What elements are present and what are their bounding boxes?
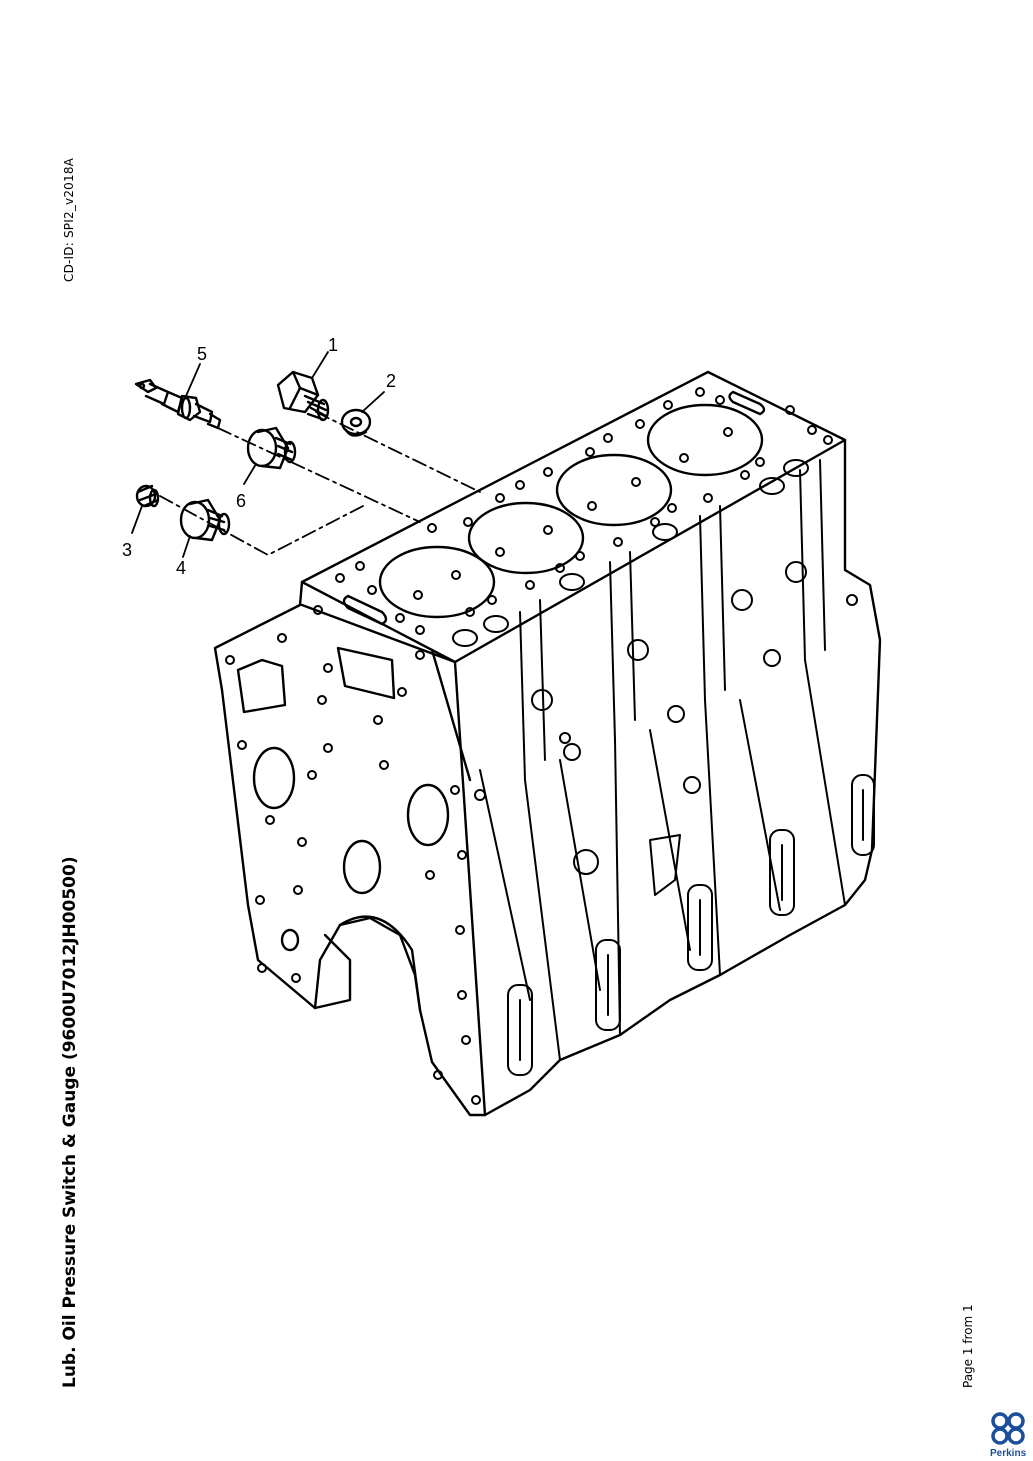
deck-bolt-holes xyxy=(335,387,833,635)
front-bore xyxy=(280,928,300,952)
part-5-pressure-switch xyxy=(134,378,222,430)
part-4-adapter xyxy=(179,498,231,542)
callout-1: 1 xyxy=(328,335,338,355)
cylinder-bore-3 xyxy=(555,453,673,527)
crank-bore xyxy=(338,915,422,1012)
cylinder-bore-2 xyxy=(467,501,585,575)
block-right-face xyxy=(453,438,882,1117)
side-ribs xyxy=(479,459,846,1061)
block-front-face xyxy=(213,580,487,1117)
centerline-plug-washer xyxy=(315,411,481,493)
callout-6: 6 xyxy=(236,491,246,511)
leader-1 xyxy=(311,351,329,379)
front-window xyxy=(336,646,396,700)
perkins-logo-text: Perkins xyxy=(990,1448,1027,1459)
centerline-switch-adapter xyxy=(217,427,421,523)
perkins-logo-icon xyxy=(991,1412,1025,1445)
side-bosses xyxy=(474,561,858,896)
deck-water-holes xyxy=(452,459,809,647)
leader-5 xyxy=(185,363,201,397)
front-bore xyxy=(342,839,382,895)
cylinder-bore-1 xyxy=(378,545,496,619)
leader-3 xyxy=(131,505,143,534)
callout-numbers: 1 2 3 4 5 6 xyxy=(122,335,396,578)
block-bearing-cap xyxy=(313,933,352,1010)
front-window xyxy=(236,658,287,714)
part-3-small-plug xyxy=(135,484,160,508)
callout-2: 2 xyxy=(386,371,396,391)
front-bore xyxy=(406,783,450,847)
leader-6 xyxy=(243,463,257,485)
part-2-washer xyxy=(340,408,372,437)
cylinder-bore-4 xyxy=(646,403,764,477)
front-bolt-holes xyxy=(225,605,481,1105)
deck-slot xyxy=(342,594,388,626)
assembly-centerlines xyxy=(159,411,481,556)
main-bearing-bosses xyxy=(507,774,875,1076)
front-bore xyxy=(252,746,296,810)
callout-4: 4 xyxy=(176,558,186,578)
centerline-lower xyxy=(159,495,366,556)
block-front-edge xyxy=(300,603,457,664)
part-6-adapter xyxy=(246,426,297,470)
deck-slot xyxy=(728,390,766,416)
cylinder-block xyxy=(213,370,882,1117)
callout-3: 3 xyxy=(122,540,132,560)
block-front-edge xyxy=(430,648,472,782)
leader-2 xyxy=(361,391,385,413)
callout-leaders xyxy=(131,351,385,558)
callout-5: 5 xyxy=(197,344,207,364)
part-1-plug xyxy=(276,370,330,422)
leader-4 xyxy=(182,535,191,558)
